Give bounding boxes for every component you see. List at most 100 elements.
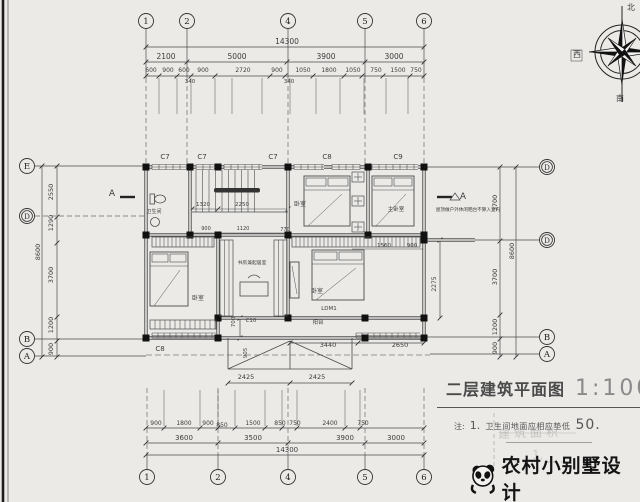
column [364, 163, 372, 171]
dimension-label: 600 [145, 67, 157, 74]
dim-tick [421, 452, 427, 458]
dimension-label: 1320 [196, 202, 210, 208]
dim-tick [421, 44, 427, 50]
dim-tick [285, 440, 291, 446]
dimension-label: 14300 [276, 446, 298, 454]
column [420, 314, 428, 322]
dim-tick [225, 380, 231, 386]
bed [371, 175, 415, 227]
dimension-label: 3500 [244, 434, 262, 442]
axis-bubble [19, 208, 35, 224]
compass-point [622, 49, 637, 67]
room-label: C8 [155, 345, 164, 353]
dim-tick [197, 425, 203, 431]
room-label: 卧室 [192, 294, 204, 302]
note-prefix: 注 [454, 422, 462, 431]
dimension-label: 3000 [387, 434, 405, 442]
column [214, 163, 222, 171]
compass-point [617, 19, 622, 52]
dim-tick [380, 73, 386, 79]
dim-tick [39, 163, 45, 169]
dimension-label: 900 [271, 67, 283, 74]
dim-tick [342, 425, 348, 431]
room-label: C7 [197, 153, 206, 161]
dimension-label: 900 [47, 343, 55, 355]
dimension-label: 900 [150, 420, 162, 427]
dimension-label: 850 [216, 422, 228, 429]
room-label: 卧室 [294, 200, 306, 208]
dimension-label: 1800 [176, 420, 191, 427]
dim-tick [156, 73, 162, 79]
dimension-label: 1800 [321, 67, 336, 74]
dim-tick [310, 73, 316, 79]
axis-bubble [139, 469, 155, 485]
bed [149, 251, 189, 307]
pillow [373, 177, 393, 187]
axis-bubble [539, 232, 555, 248]
room-label: 卫生间 [146, 208, 161, 215]
dim-tick [513, 354, 519, 360]
room-label: 书房兼起居室 [238, 259, 267, 266]
dim-tick [174, 73, 180, 79]
dim-tick [143, 73, 149, 79]
section-triangle [449, 192, 461, 201]
dim-tick [287, 380, 293, 386]
dim-tick [284, 59, 290, 65]
axis-bubble [19, 348, 35, 364]
dimension-label: 5000 [227, 52, 246, 61]
title-underline [437, 407, 640, 408]
annotation-label: 屋顶做户外休闲晒台不算入室内 [436, 206, 501, 213]
bed [303, 175, 351, 227]
column [214, 314, 222, 322]
dimension-label: 2550 [47, 184, 55, 201]
sink [150, 217, 160, 227]
bed [311, 249, 365, 301]
column [284, 314, 292, 322]
axis-bubble [138, 13, 154, 29]
dimension-label: 1120 [237, 226, 250, 232]
dimension-label: 2720 [235, 67, 250, 74]
annotation-label: A [109, 189, 116, 199]
room-label: C10 [246, 318, 257, 324]
axis-bubble [210, 469, 226, 485]
plan-line [289, 340, 353, 370]
axis-bubble-label: 5 [362, 473, 367, 483]
dimension-label: 1200 [491, 319, 499, 336]
toilet [154, 194, 166, 204]
dimension-label: 1560 [377, 243, 391, 249]
room-label: C7 [160, 153, 169, 161]
plan-line [315, 267, 357, 301]
dim-tick [513, 164, 519, 170]
dim-tick [359, 73, 365, 79]
axis-bubble-label: A [23, 352, 31, 362]
dim-tick [232, 425, 238, 431]
compass-north-label: 北 [627, 3, 635, 12]
axis-bubble-label: 4 [285, 473, 290, 483]
dim-tick [279, 425, 285, 431]
dimension-label: 3000 [384, 52, 403, 61]
dimension-label: 1200 [47, 317, 55, 334]
dim-tick [362, 59, 368, 65]
plan-line [291, 265, 298, 295]
note-value: 50. [575, 417, 601, 433]
axis-bubble-inner [541, 234, 553, 246]
faded-note-value: 1. [532, 448, 544, 462]
dimension-label: 2250 [235, 202, 249, 208]
room-label: C8 [322, 153, 331, 161]
column [420, 231, 428, 239]
axis-bubble-label: 5 [362, 17, 367, 27]
compass-west-box [570, 49, 583, 62]
dimension-label: 3600 [175, 434, 193, 442]
dim-tick [188, 73, 194, 79]
dimension-label: 8600 [508, 243, 516, 260]
dimension-label: 2425 [238, 373, 255, 381]
dim-tick [215, 440, 221, 446]
dim-tick [54, 338, 60, 344]
column [214, 334, 222, 342]
axis-bubble-label: 1 [143, 17, 148, 27]
axis-bubble-label: A [543, 350, 551, 360]
column [284, 231, 292, 239]
dim-tick [355, 340, 361, 346]
